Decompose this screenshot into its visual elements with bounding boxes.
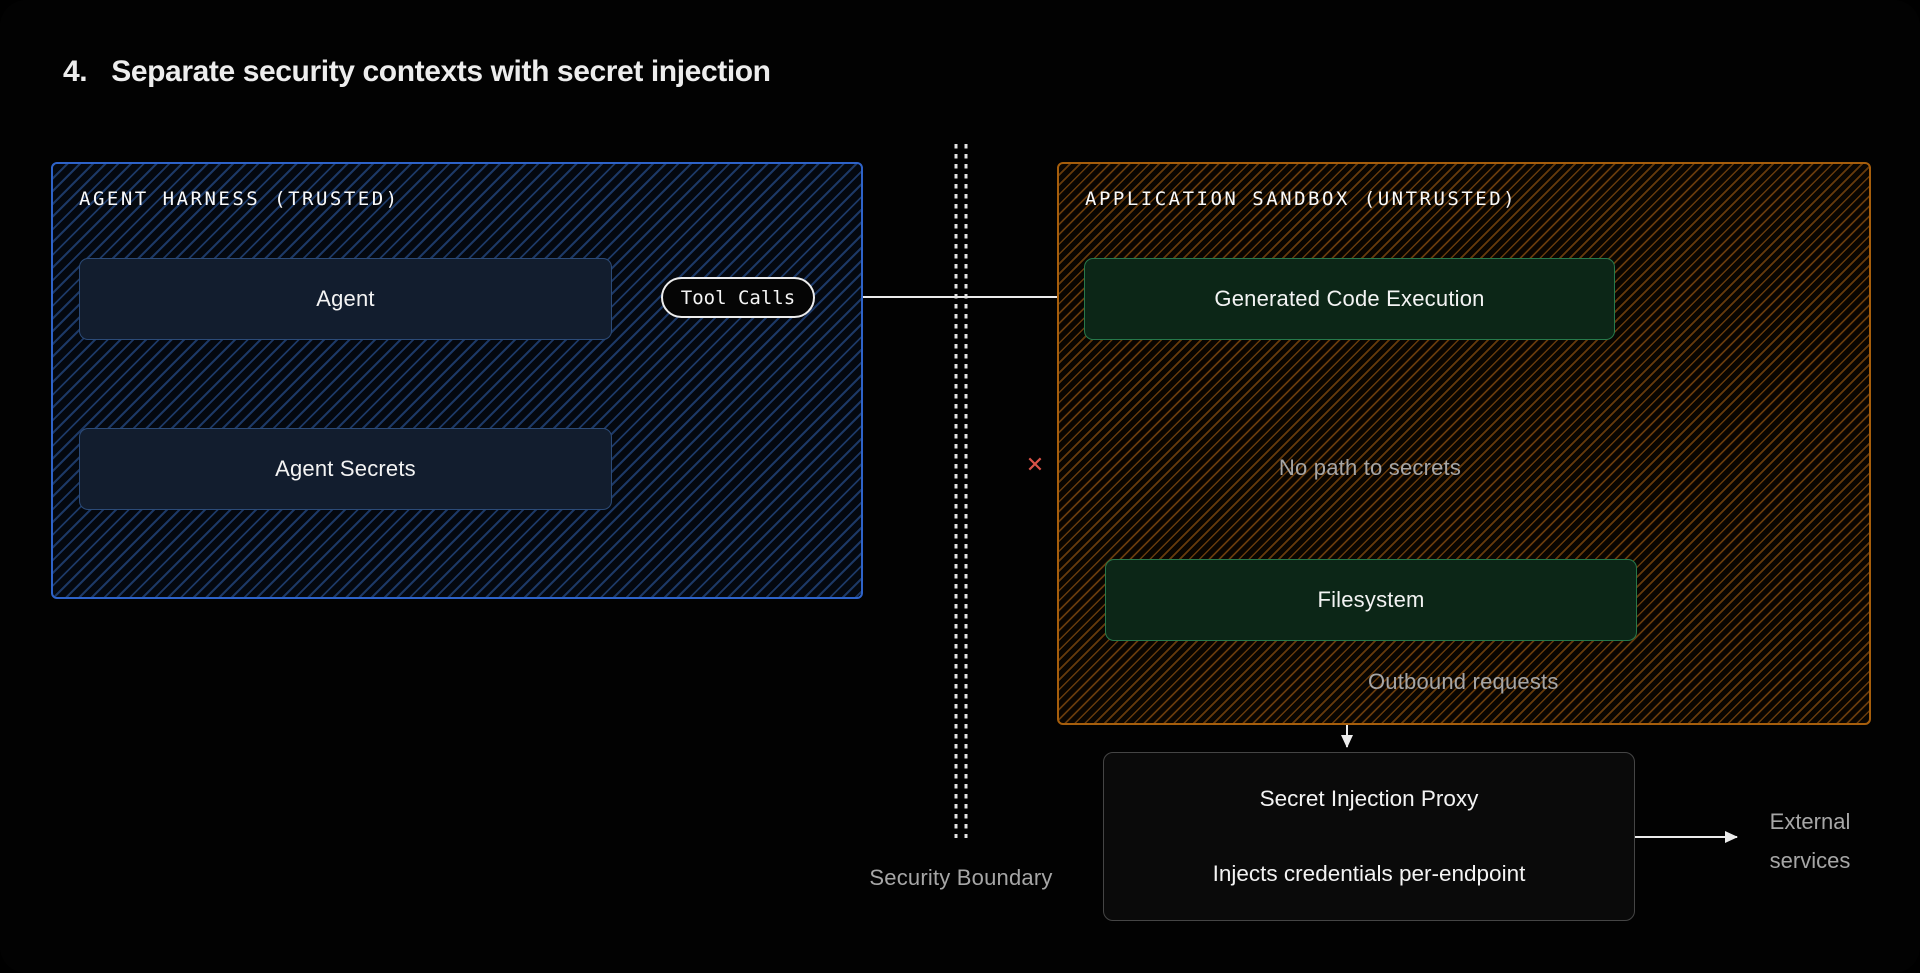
tool-calls-pill: Tool Calls (661, 277, 815, 318)
agent-secrets-node-label: Agent Secrets (275, 456, 416, 482)
external-services-line1: External (1745, 802, 1875, 841)
tool-calls-label: Tool Calls (681, 287, 795, 309)
generated-code-execution-node: Generated Code Execution (1084, 258, 1615, 340)
application-sandbox-group: APPLICATION SANDBOX (UNTRUSTED) Generate… (1057, 162, 1871, 725)
agent-harness-group: AGENT HARNESS (TRUSTED) Agent Agent Secr… (51, 162, 863, 599)
secret-injection-proxy-node: Secret Injection Proxy Injects credentia… (1103, 752, 1635, 921)
title-text: Separate security contexts with secret i… (111, 55, 770, 89)
filesystem-node: Filesystem (1105, 559, 1637, 641)
no-path-to-secrets-label: No path to secrets (1279, 455, 1461, 481)
blocked-x-icon: ✕ (1026, 455, 1044, 477)
agent-secrets-node: Agent Secrets (79, 428, 612, 510)
security-boundary-label: Security Boundary (869, 865, 1052, 891)
outbound-requests-label: Outbound requests (1368, 669, 1559, 695)
generated-code-execution-label: Generated Code Execution (1214, 286, 1484, 312)
filesystem-node-label: Filesystem (1317, 587, 1424, 613)
application-sandbox-label: APPLICATION SANDBOX (UNTRUSTED) (1085, 188, 1517, 210)
external-services-label: External services (1745, 802, 1875, 880)
agent-node-label: Agent (316, 286, 375, 312)
page-title: 4. Separate security contexts with secre… (63, 55, 771, 89)
agent-node: Agent (79, 258, 612, 340)
title-number: 4. (63, 55, 87, 89)
proxy-title: Secret Injection Proxy (1260, 786, 1479, 812)
proxy-subtitle: Injects credentials per-endpoint (1213, 861, 1526, 887)
agent-harness-label: AGENT HARNESS (TRUSTED) (79, 188, 400, 210)
external-services-line2: services (1745, 841, 1875, 880)
